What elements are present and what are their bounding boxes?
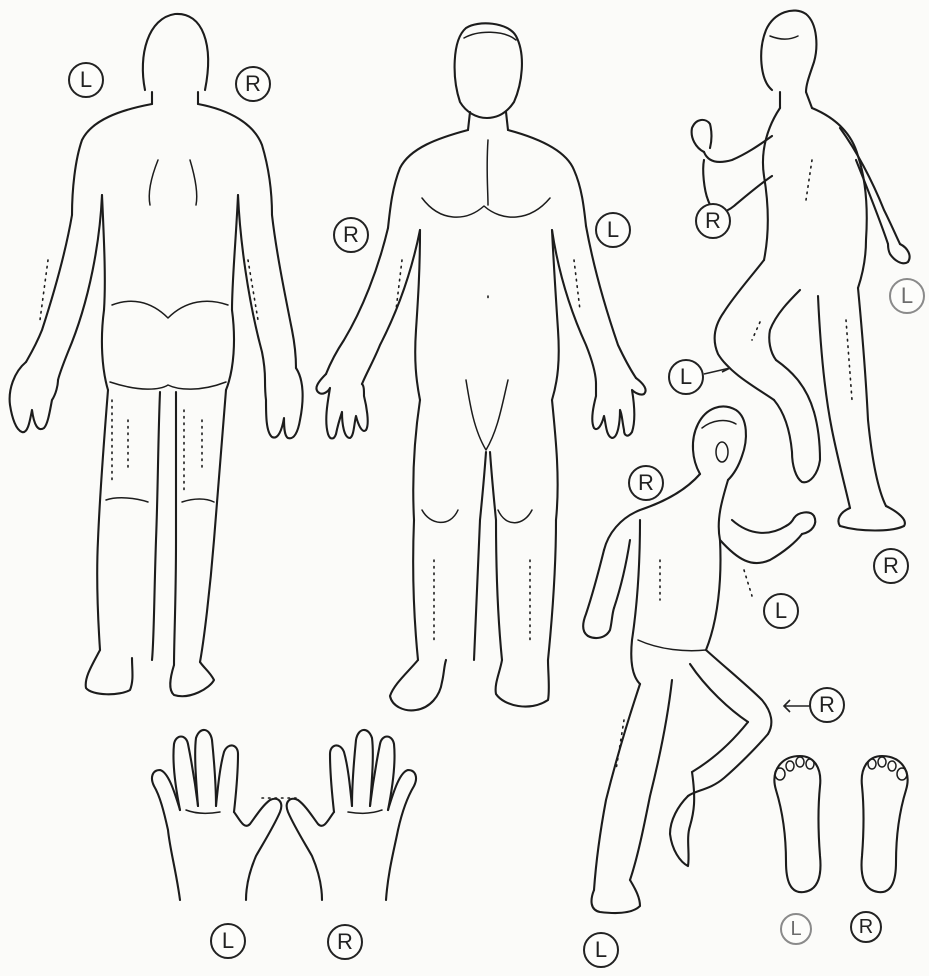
arrow-to-knee-runner xyxy=(784,700,810,712)
label-side-top-right: R xyxy=(695,203,731,239)
label-runner-left-arm: L xyxy=(763,593,799,629)
label-sole-right: R xyxy=(850,911,882,943)
body-front-figure-icon xyxy=(316,23,645,710)
label-side-top-right-foot: R xyxy=(873,548,909,584)
body-side-figure-icon xyxy=(692,11,910,531)
body-back-figure-icon xyxy=(10,14,303,696)
foot-soles-icon xyxy=(774,756,907,892)
label-front-left: L xyxy=(595,212,631,248)
hands-palm-icon xyxy=(152,730,416,900)
label-side-top-left: L xyxy=(889,278,925,314)
label-hand-left: L xyxy=(210,923,246,959)
label-runner-right-knee: R xyxy=(809,687,845,723)
label-hand-right: R xyxy=(327,924,363,960)
label-back-right: R xyxy=(235,66,271,102)
body-runner-figure-icon xyxy=(583,406,815,913)
arrow-to-knee-top xyxy=(704,362,730,374)
label-sole-left: L xyxy=(780,913,812,945)
label-back-left: L xyxy=(68,62,104,98)
label-runner-right-head: R xyxy=(628,465,664,501)
label-runner-left-foot: L xyxy=(583,932,619,968)
label-side-top-left-knee: L xyxy=(668,359,704,395)
label-front-right: R xyxy=(333,217,369,253)
